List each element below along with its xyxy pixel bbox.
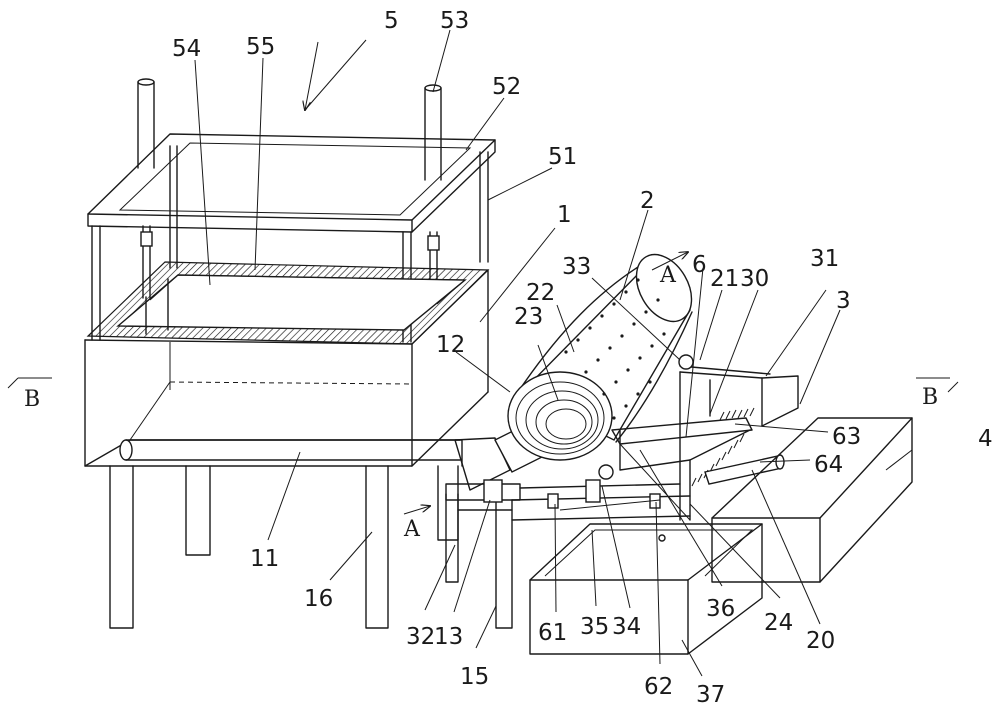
label-54: 54	[172, 36, 201, 62]
label-22: 22	[526, 280, 555, 306]
label-12: 12	[436, 332, 465, 358]
label-15: 15	[460, 664, 489, 690]
label-35: 35	[580, 614, 609, 640]
label-33: 33	[562, 254, 591, 280]
label-37: 37	[696, 682, 725, 708]
label-30: 30	[740, 266, 769, 292]
label-63: 63	[832, 424, 861, 450]
section-label-a-top: A	[659, 263, 677, 288]
label-21: 21	[710, 266, 739, 292]
label-23: 23	[514, 304, 543, 330]
label-1: 1	[557, 202, 572, 228]
label-13: 13	[434, 624, 463, 650]
label-31: 31	[810, 246, 839, 272]
label-2: 2	[640, 188, 655, 214]
section-label-a-bottom: A	[403, 517, 421, 542]
section-label-b-right: B	[922, 385, 938, 410]
label-3: 3	[836, 288, 851, 314]
label-52: 52	[492, 74, 521, 100]
label-53: 53	[440, 8, 469, 34]
label-11: 11	[250, 546, 279, 572]
base-frame	[446, 465, 690, 628]
label-32: 32	[406, 624, 435, 650]
label-6: 6	[692, 252, 707, 278]
label-5: 5	[384, 8, 399, 34]
label-61: 61	[538, 620, 567, 646]
label-55: 55	[246, 34, 275, 60]
label-51: 51	[548, 144, 577, 170]
label-36: 36	[706, 596, 735, 622]
leader-lines	[195, 30, 912, 676]
section-label-b-left: B	[24, 387, 40, 412]
label-16: 16	[304, 586, 333, 612]
label-24: 24	[764, 610, 793, 636]
label-62: 62	[644, 674, 673, 700]
label-34: 34	[612, 614, 641, 640]
label-20: 20	[806, 628, 835, 654]
hopper-body	[85, 262, 488, 628]
label-4: 4	[978, 426, 993, 452]
collection-box-4	[712, 418, 912, 582]
label-64: 64	[814, 452, 843, 478]
